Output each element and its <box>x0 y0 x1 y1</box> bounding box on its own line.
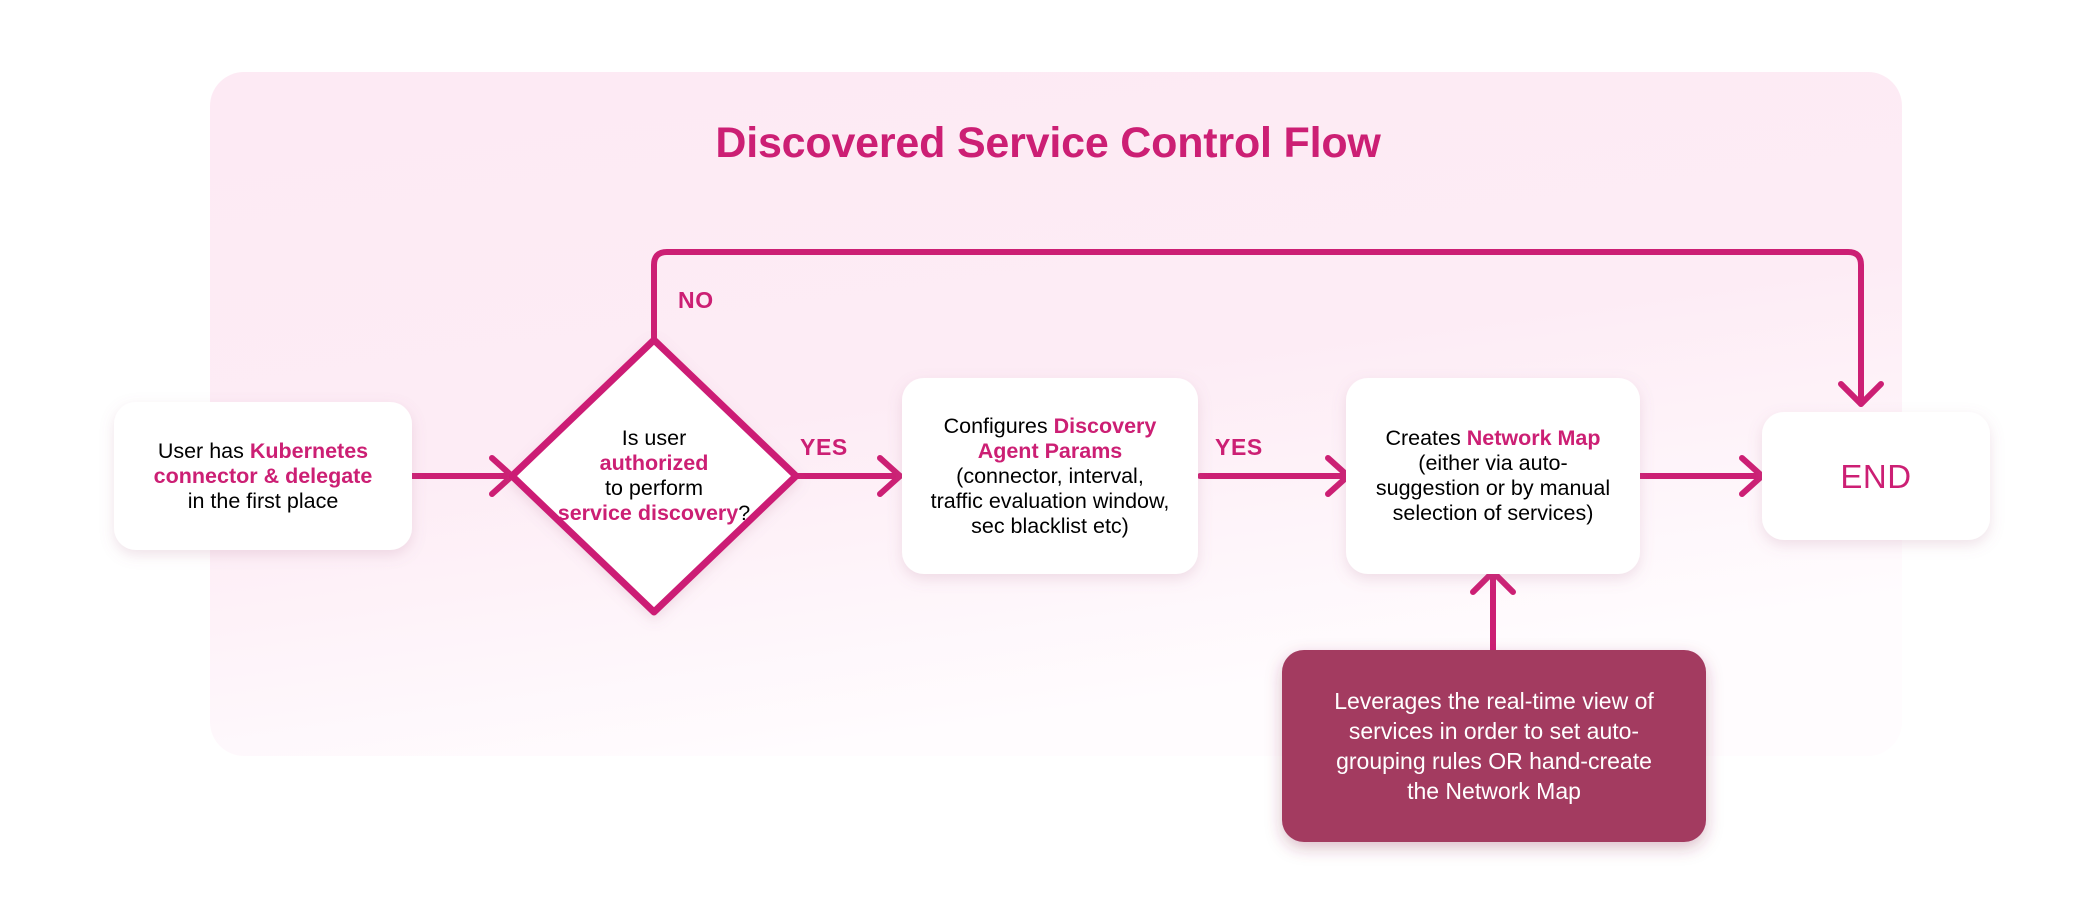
node-configure-line5: sec blacklist etc) <box>971 513 1129 538</box>
node-decision-line4b: ? <box>738 501 751 525</box>
node-decision-text: Is user authorized to perform service di… <box>558 426 750 526</box>
node-start-box <box>114 402 412 550</box>
node-networkmap-box <box>1346 378 1640 574</box>
node-networkmap[interactable]: Creates Network Map (either via auto- su… <box>1346 378 1640 574</box>
node-decision-line3: to perform <box>605 476 703 500</box>
node-end-box <box>1762 412 1990 540</box>
node-decision-line4a: service discovery <box>557 501 739 525</box>
edge-label-no: NO <box>678 287 714 313</box>
node-configure-line1a: Configures <box>943 413 1054 438</box>
arrowhead-decision-to-configure <box>877 455 903 497</box>
node-networkmap-line2: (either via auto- <box>1418 451 1568 475</box>
node-start-line3: in the first place <box>187 488 339 513</box>
node-note-line4: the Network Map <box>1407 778 1581 804</box>
node-networkmap-line3: suggestion or by manual <box>1375 476 1611 500</box>
node-configure-line3: (connector, interval, <box>956 463 1144 488</box>
node-decision-line1: Is user <box>621 426 687 450</box>
node-decision-line2: authorized <box>599 451 709 475</box>
node-note-line1: Leverages the real-time view of <box>1334 688 1654 714</box>
node-end[interactable]: END <box>1762 412 1990 540</box>
node-note-box <box>1282 650 1706 842</box>
node-start-line2: connector & delegate <box>153 463 373 488</box>
node-note[interactable]: Leverages the real-time view of services… <box>1282 650 1706 842</box>
node-start-line1b: Kubernetes <box>249 438 369 463</box>
node-note-text: Leverages the real-time view of services… <box>1334 686 1654 806</box>
node-configure-line1b: Discovery <box>1053 413 1157 438</box>
edge-label-yes-2: YES <box>1215 434 1263 460</box>
node-decision-diamond <box>508 336 800 616</box>
node-note-line3: grouping rules OR hand-create <box>1336 748 1652 774</box>
node-start-line1a: User has <box>157 438 250 463</box>
node-start[interactable]: User has Kubernetes connector & delegate… <box>114 402 412 550</box>
node-configure-text: Configures Discovery Agent Params (conne… <box>931 414 1170 539</box>
edge-decision-to-end-no <box>651 249 1864 407</box>
node-configure-box <box>902 378 1198 574</box>
edge-label-yes-1: YES <box>800 434 848 460</box>
node-configure-line2: Agent Params <box>977 438 1123 463</box>
node-networkmap-line1b: Network Map <box>1466 426 1601 450</box>
connectors-group <box>409 249 1884 653</box>
node-note-line2: services in order to set auto- <box>1348 718 1640 744</box>
node-networkmap-text: Creates Network Map (either via auto- su… <box>1376 426 1610 526</box>
node-end-label: END <box>1840 458 1911 495</box>
node-configure[interactable]: Configures Discovery Agent Params (conne… <box>902 378 1198 574</box>
node-configure-line4: traffic evaluation window, <box>930 488 1170 513</box>
page-title: Discovered Service Control Flow <box>715 119 1381 167</box>
node-decision[interactable]: Is user authorized to perform service di… <box>508 336 800 616</box>
node-start-text: User has Kubernetes connector & delegate… <box>154 439 373 514</box>
node-networkmap-line4: selection of services) <box>1392 501 1594 525</box>
arrowhead-no-route <box>1838 381 1884 407</box>
node-networkmap-line1a: Creates <box>1385 426 1467 450</box>
